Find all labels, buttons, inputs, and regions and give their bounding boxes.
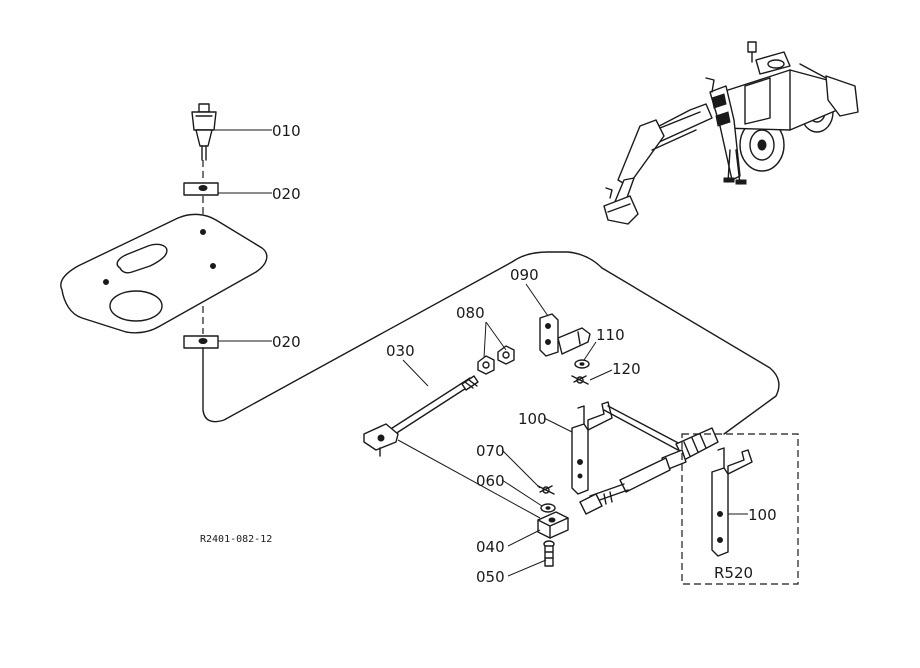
- part-label-080: 080: [456, 304, 485, 322]
- cotter-pin-120: [571, 375, 589, 385]
- link-line: [397, 439, 541, 519]
- plate-020-bottom: [183, 335, 219, 349]
- assembly-boundary-line: [202, 251, 780, 435]
- washer-110: [574, 359, 590, 369]
- variant-label: R520: [714, 564, 753, 582]
- part-label-070: 070: [476, 442, 505, 460]
- variant-r520-box: [681, 433, 799, 585]
- part-label-090: 090: [510, 266, 539, 284]
- part-label-120: 120: [612, 360, 641, 378]
- leader-lines: [214, 129, 748, 577]
- cable-rod-030: [363, 375, 479, 457]
- bracket-100-main: [571, 401, 613, 495]
- part-label-060: 060: [476, 472, 505, 490]
- part-label-030: 030: [386, 342, 415, 360]
- washer-060: [540, 503, 556, 513]
- part-label-010: 010: [272, 122, 301, 140]
- joint-block-040: [537, 511, 569, 539]
- part-label-020-bottom: 020: [272, 333, 301, 351]
- part-label-110: 110: [596, 326, 625, 344]
- control-knob-010: [191, 103, 217, 161]
- part-label-040: 040: [476, 538, 505, 556]
- part-label-100-variant: 100: [748, 506, 777, 524]
- drawing-code: R2401-082-12: [200, 534, 272, 545]
- plate-020-top: [183, 182, 219, 196]
- part-label-020-top: 020: [272, 185, 301, 203]
- backhoe-tractor-illustration: [603, 41, 859, 225]
- bolt-050: [543, 540, 555, 567]
- bracket-090: [539, 313, 591, 357]
- pin-070: [537, 485, 555, 495]
- throttle-cable-assembly: [579, 405, 719, 515]
- part-label-050: 050: [476, 568, 505, 586]
- part-label-100-main: 100: [518, 410, 547, 428]
- nut-pair-080: [477, 345, 515, 375]
- bracket-100-variant: [711, 447, 753, 557]
- floor-panel: [60, 213, 268, 334]
